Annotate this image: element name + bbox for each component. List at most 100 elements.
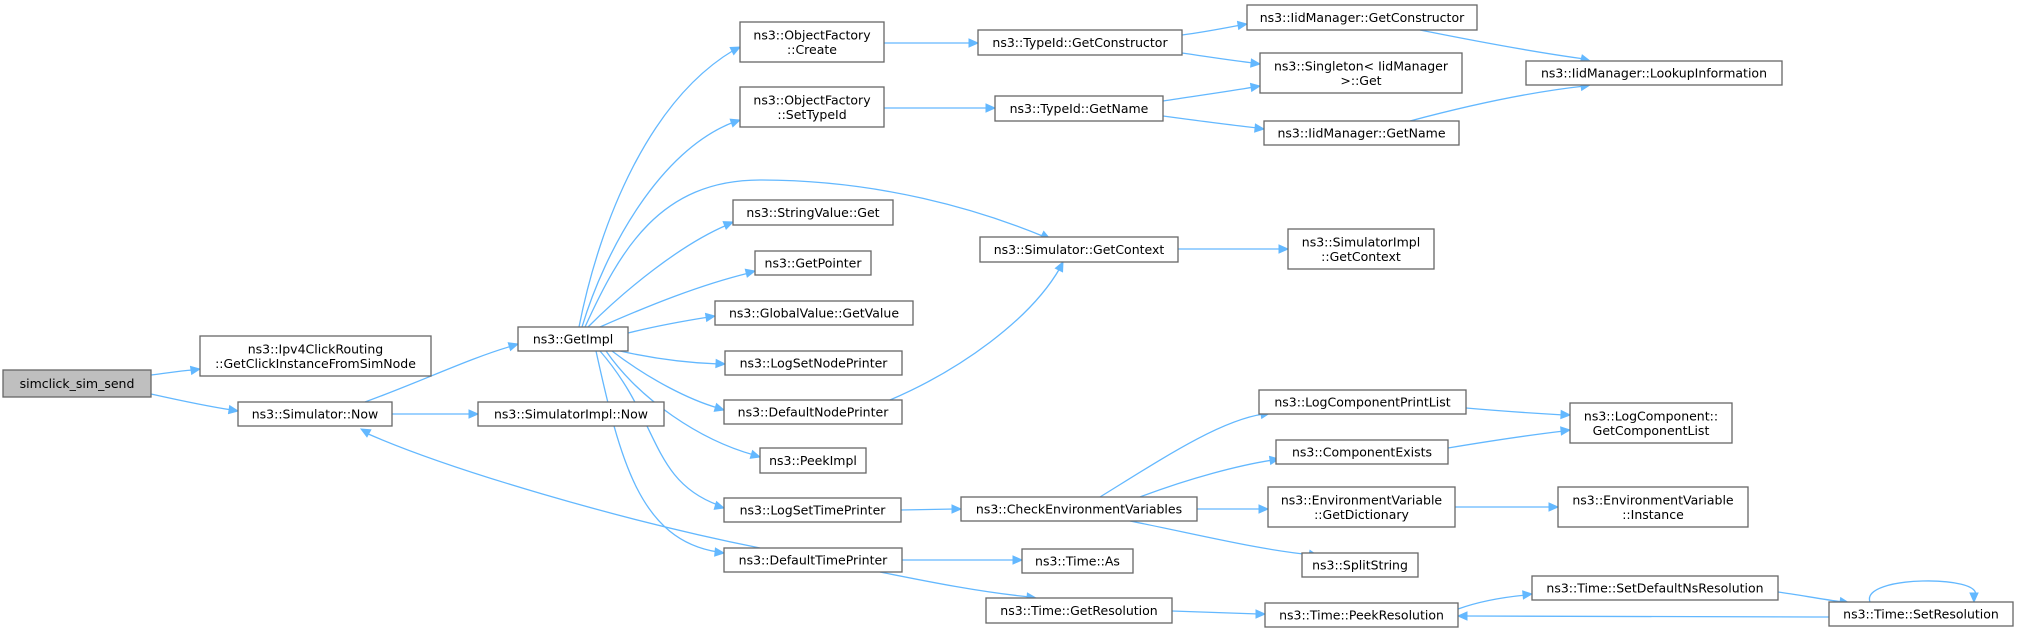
node-box[interactable] xyxy=(477,401,665,427)
node-box[interactable] xyxy=(1267,486,1456,528)
node-getptr[interactable]: ns3::GetPointer xyxy=(754,250,872,276)
node-iidname[interactable]: ns3::IidManager::GetName xyxy=(1263,120,1460,146)
node-box[interactable] xyxy=(1557,486,1749,528)
edge-getimpl-to-gvget xyxy=(627,312,717,334)
node-label: ns3::GlobalValue::GetValue xyxy=(729,306,899,321)
node-logsetnode[interactable]: ns3::LogSetNodePrinter xyxy=(724,350,903,376)
node-box[interactable] xyxy=(739,21,885,63)
arrowhead xyxy=(704,312,717,323)
node-tidctor[interactable]: ns3::TypeId::GetConstructor xyxy=(977,29,1183,56)
node-box[interactable] xyxy=(960,496,1198,522)
node-box[interactable] xyxy=(2,369,152,398)
node-box[interactable] xyxy=(1275,439,1449,465)
node-box[interactable] xyxy=(714,300,914,326)
node-label: ::SetTypeId xyxy=(777,107,846,122)
node-box[interactable] xyxy=(754,250,872,276)
node-lcgetlist[interactable]: ns3::LogComponent::GetComponentList xyxy=(1569,402,1733,444)
node-box[interactable] xyxy=(237,401,393,427)
edge-ofcreate-to-tidctor xyxy=(884,38,980,48)
node-label: ns3::ObjectFactory xyxy=(753,92,871,107)
node-tidname[interactable]: ns3::TypeId::GetName xyxy=(994,95,1164,122)
node-box[interactable] xyxy=(977,29,1183,56)
node-ipv4click[interactable]: ns3::Ipv4ClickRouting::GetClickInstanceF… xyxy=(199,335,432,377)
node-envinst[interactable]: ns3::EnvironmentVariable::Instance xyxy=(1557,486,1749,528)
node-now[interactable]: ns3::Simulator::Now xyxy=(237,401,393,427)
node-setdefres[interactable]: ns3::Time::SetDefaultNsResolution xyxy=(1531,575,1779,601)
node-label: ns3::LogComponent:: xyxy=(1584,408,1718,423)
node-logsettime[interactable]: ns3::LogSetTimePrinter xyxy=(723,497,902,523)
node-ofsettype[interactable]: ns3::ObjectFactory::SetTypeId xyxy=(739,86,885,128)
node-box[interactable] xyxy=(759,447,867,474)
node-box[interactable] xyxy=(517,326,629,352)
node-label: ns3::Simulator::GetContext xyxy=(994,242,1165,257)
node-defnode[interactable]: ns3::DefaultNodePrinter xyxy=(723,399,903,425)
node-implctx[interactable]: ns3::SimulatorImpl::GetContext xyxy=(1287,228,1435,270)
node-box[interactable] xyxy=(1264,602,1459,628)
node-box[interactable] xyxy=(739,86,885,128)
node-getimpl[interactable]: ns3::GetImpl xyxy=(517,326,629,352)
node-simctx[interactable]: ns3::Simulator::GetContext xyxy=(979,236,1179,263)
edge-tidctor-to-singleton xyxy=(1181,52,1262,68)
node-deftime[interactable]: ns3::DefaultTimePrinter xyxy=(723,547,903,573)
node-iidctor[interactable]: ns3::IidManager::GetConstructor xyxy=(1246,4,1478,31)
node-checkenv[interactable]: ns3::CheckEnvironmentVariables xyxy=(960,496,1198,522)
node-logcpl[interactable]: ns3::LogComponentPrintList xyxy=(1258,389,1467,415)
node-box[interactable] xyxy=(723,399,903,425)
node-box[interactable] xyxy=(1246,4,1478,31)
node-envdict[interactable]: ns3::EnvironmentVariable::GetDictionary xyxy=(1267,486,1456,528)
node-box[interactable] xyxy=(1531,575,1779,601)
edge-timegetres-to-peekres xyxy=(1171,609,1267,619)
node-box[interactable] xyxy=(199,335,432,377)
node-box[interactable] xyxy=(1525,60,1783,86)
node-label: ns3::CheckEnvironmentVariables xyxy=(976,502,1182,517)
node-box[interactable] xyxy=(723,547,903,573)
node-box[interactable] xyxy=(1258,389,1467,415)
node-box[interactable] xyxy=(732,199,894,226)
edge-line xyxy=(1463,615,1830,618)
node-iidlookup[interactable]: ns3::IidManager::LookupInformation xyxy=(1525,60,1783,86)
edge-line xyxy=(1162,86,1255,102)
node-box[interactable] xyxy=(979,236,1179,263)
node-box[interactable] xyxy=(1259,52,1463,94)
node-implnow[interactable]: ns3::SimulatorImpl::Now xyxy=(477,401,665,427)
edge-line xyxy=(599,272,750,328)
node-box[interactable] xyxy=(1301,552,1419,578)
node-compexists[interactable]: ns3::ComponentExists xyxy=(1275,439,1449,465)
arrowhead xyxy=(1258,504,1270,514)
node-box[interactable] xyxy=(724,350,903,376)
node-box[interactable] xyxy=(723,497,902,523)
node-strget[interactable]: ns3::StringValue::Get xyxy=(732,199,894,226)
edge-line xyxy=(1129,520,1314,556)
node-timegetres[interactable]: ns3::Time::GetResolution xyxy=(985,597,1173,624)
node-timeas[interactable]: ns3::Time::As xyxy=(1021,548,1134,574)
node-label: ns3::Singleton< IidManager xyxy=(1274,58,1449,73)
node-peekimpl[interactable]: ns3::PeekImpl xyxy=(759,447,867,474)
edge-line xyxy=(150,393,233,411)
node-box[interactable] xyxy=(1021,548,1134,574)
edge-simctx-to-implctx xyxy=(1178,244,1290,254)
node-box[interactable] xyxy=(994,95,1164,122)
edge-deftime-to-now xyxy=(359,428,761,549)
node-splitstr[interactable]: ns3::SplitString xyxy=(1301,552,1419,578)
arrowhead xyxy=(1560,409,1572,420)
arrowhead xyxy=(1236,20,1249,31)
node-gvget[interactable]: ns3::GlobalValue::GetValue xyxy=(714,300,914,326)
node-box[interactable] xyxy=(985,597,1173,624)
node-box[interactable] xyxy=(1828,601,2014,627)
node-box[interactable] xyxy=(1569,402,1733,444)
node-box[interactable] xyxy=(1287,228,1435,270)
node-label: ns3::EnvironmentVariable xyxy=(1281,492,1443,507)
edge-logcpl-to-lcgetlist xyxy=(1465,407,1572,420)
node-root[interactable]: simclick_sim_send xyxy=(2,369,152,398)
edge-getimpl-to-peekimpl xyxy=(605,350,762,459)
node-singleton[interactable]: ns3::Singleton< IidManager >::Get xyxy=(1259,52,1463,94)
edge-setres-to-peekres xyxy=(1456,611,1830,621)
edge-getimpl-to-logsetnode xyxy=(619,350,727,369)
node-box[interactable] xyxy=(1263,120,1460,146)
edge-deftime-to-timegetres xyxy=(879,571,1038,602)
node-peekres[interactable]: ns3::Time::PeekResolution xyxy=(1264,602,1459,628)
edge-tidctor-to-iidctor xyxy=(1181,20,1249,36)
node-setres[interactable]: ns3::Time::SetResolution xyxy=(1828,601,2014,627)
arrowhead xyxy=(227,404,240,415)
node-ofcreate[interactable]: ns3::ObjectFactory::Create xyxy=(739,21,885,63)
